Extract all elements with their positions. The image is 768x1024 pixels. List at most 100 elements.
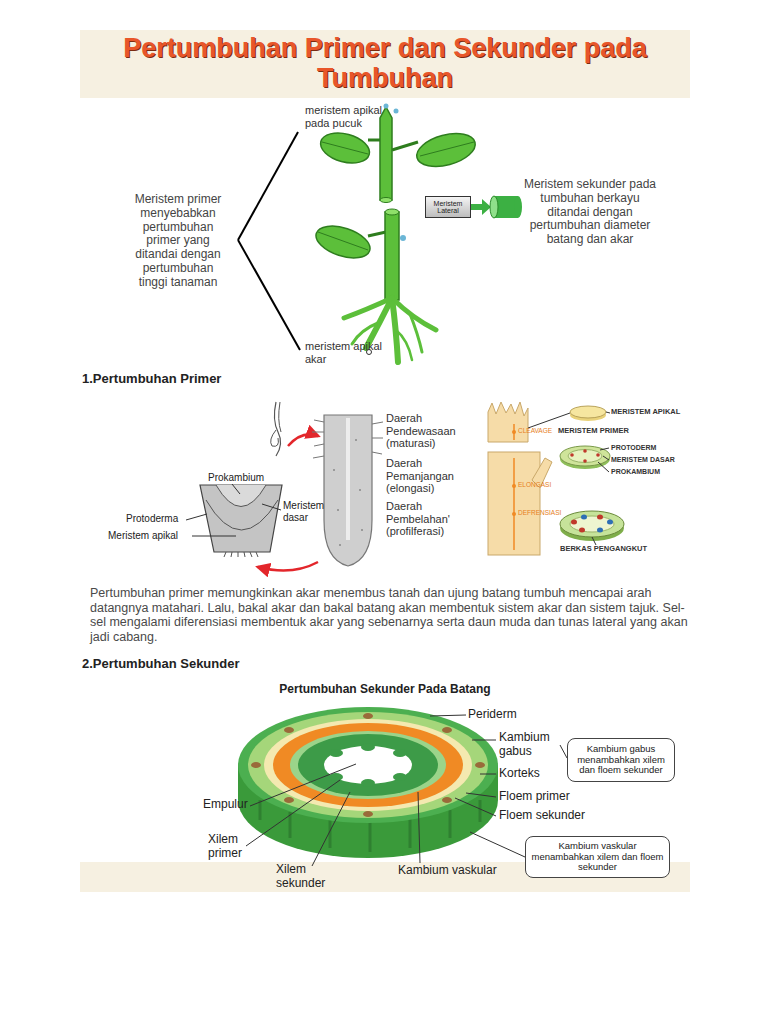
lateral-meristem-cylinder — [471, 196, 522, 218]
stem-growth-drawing-part — [583, 449, 587, 453]
section-heading: 2.Pertumbuhan Sekunder — [82, 657, 382, 672]
part-label: Meristem dasar — [283, 500, 335, 523]
root-tip-drawing-part — [355, 439, 357, 441]
stem-growth-drawing-part — [603, 456, 609, 460]
lateral-meristem-cylinder-part — [490, 196, 498, 218]
callout-box: Kambium vaskular menambahkan xilem dan f… — [525, 836, 670, 878]
part-label: meristem apikal pada pucuk — [305, 104, 395, 129]
stem-growth-drawing-part — [560, 446, 610, 466]
leader-line-part — [232, 484, 240, 494]
root-tip-drawing-part — [271, 430, 279, 446]
root-tip-drawing-part — [312, 432, 324, 433]
leader-line-part — [246, 780, 340, 846]
plant-drawing-part — [368, 232, 386, 236]
stem-cross-section-part — [442, 727, 452, 733]
part-label: MERISTEM APIKAL — [611, 408, 680, 417]
leader-line-part — [262, 504, 281, 510]
leader-line-part — [312, 792, 350, 866]
stem-cross-section-part — [329, 749, 343, 757]
stem-growth-drawing-part — [596, 453, 600, 457]
sub-heading: Pertumbuhan Sekunder Pada Batang — [235, 683, 535, 697]
part-label: Kambium vaskular — [398, 864, 497, 878]
root-tip-drawing-part — [279, 402, 281, 432]
paragraph: Pertumbuhan primer memungkinkan akar men… — [90, 586, 690, 644]
stem-growth-drawing-part — [488, 402, 528, 442]
plant-drawing-part — [392, 142, 418, 150]
stem-growth-drawing-part — [607, 520, 613, 525]
leader-line-part — [480, 774, 496, 775]
stage-label: ELONGASI — [518, 481, 551, 488]
root-tip-drawing-part — [339, 544, 341, 546]
root-tip-drawing-part — [361, 529, 363, 531]
plant-drawing-part — [413, 128, 479, 173]
stem-cross-section-part — [238, 707, 498, 823]
stem-growth-drawing-part — [570, 453, 574, 457]
part-label: Protoderma — [126, 513, 178, 525]
zone-label: Daerah Pemanjangan (elongasi) — [386, 457, 466, 495]
root-tip-drawing-part — [258, 562, 318, 571]
stem-growth-drawing-part — [600, 448, 609, 450]
stem-growth-drawing-part — [528, 413, 570, 428]
root-tip-drawing-part — [324, 415, 372, 566]
stem-growth-drawing-part — [513, 458, 515, 550]
root-tip-drawing-part — [372, 422, 383, 424]
zone-label: Daerah Pendewasaan (maturasi) — [386, 412, 466, 450]
plant-drawing-part — [380, 198, 392, 203]
plant-drawing-part — [322, 142, 368, 154]
stem-cross-section-part — [251, 762, 261, 768]
stem-cross-section-part — [475, 762, 485, 768]
stem-growth-drawing-part — [579, 528, 585, 533]
meristem-box: Meristem Lateral — [425, 196, 471, 218]
stem-growth-drawing-part — [583, 459, 587, 463]
note-text: Meristem primer menyebabkan pertumbuhan … — [128, 193, 228, 290]
part-label: Korteks — [499, 767, 540, 781]
leader-line-part — [470, 832, 525, 857]
root-tip-drawing-part — [313, 456, 324, 458]
plant-drawing-part — [385, 209, 399, 215]
stem-cross-section-part — [361, 779, 375, 787]
stem-cross-section-part — [363, 811, 373, 817]
part-label: BERKAS PENGANGKUT — [560, 545, 647, 554]
stem-cross-section-part — [363, 713, 373, 719]
leader-line-part — [186, 514, 207, 520]
note-text: Meristem sekunder pada tumbuhan berkayu … — [520, 178, 660, 247]
plant-drawing-part — [385, 212, 399, 300]
bracket-line-part — [238, 132, 298, 240]
root-tip-drawing-part — [359, 489, 361, 491]
bracket-line — [238, 132, 300, 350]
plant-drawing-part — [380, 107, 392, 200]
part-label: Floem sekunder — [499, 809, 585, 823]
stem-growth-drawing-part — [488, 452, 540, 555]
leader-line-part — [430, 715, 466, 716]
section-heading: 1.Pertumbuhan Primer — [82, 372, 382, 387]
root-tip-drawing-part — [337, 509, 339, 511]
lateral-meristem-cylinder-part — [514, 196, 522, 218]
part-label: Prokambium — [208, 472, 264, 484]
callout-box: Kambium gabus menambahkan xilem dan floe… — [567, 738, 675, 782]
root-tip-drawing-part — [224, 552, 258, 557]
stem-cross-section-part — [442, 797, 452, 803]
bracket-line-part — [238, 240, 300, 350]
plant-drawing-part — [394, 109, 399, 114]
root-tip-drawing-part — [288, 434, 318, 446]
root-tip-drawing-part — [206, 500, 278, 530]
plant-drawing-part — [400, 235, 406, 241]
plant-drawing-part — [410, 314, 422, 352]
part-label: Empulur — [203, 798, 248, 812]
part-label: MERISTEM PRIMER — [558, 427, 629, 436]
stem-growth-drawing — [488, 402, 624, 555]
root-tip-drawing-part — [216, 485, 266, 507]
plant-drawing-part — [344, 298, 392, 318]
leader-line-part — [192, 536, 236, 537]
part-label: Xilem primer — [208, 833, 258, 861]
stem-growth-drawing-part — [597, 528, 603, 533]
root-tip-drawing-part — [372, 438, 383, 439]
stem-cross-section-part — [284, 797, 294, 803]
part-label: MERISTEM DASAR — [611, 456, 675, 464]
stem-growth-drawing-part — [570, 406, 606, 418]
leader-line-part — [250, 764, 356, 806]
stem-cross-section-part — [284, 727, 294, 733]
leader-line-part — [560, 745, 567, 758]
stem-growth-drawing-part — [598, 462, 609, 472]
